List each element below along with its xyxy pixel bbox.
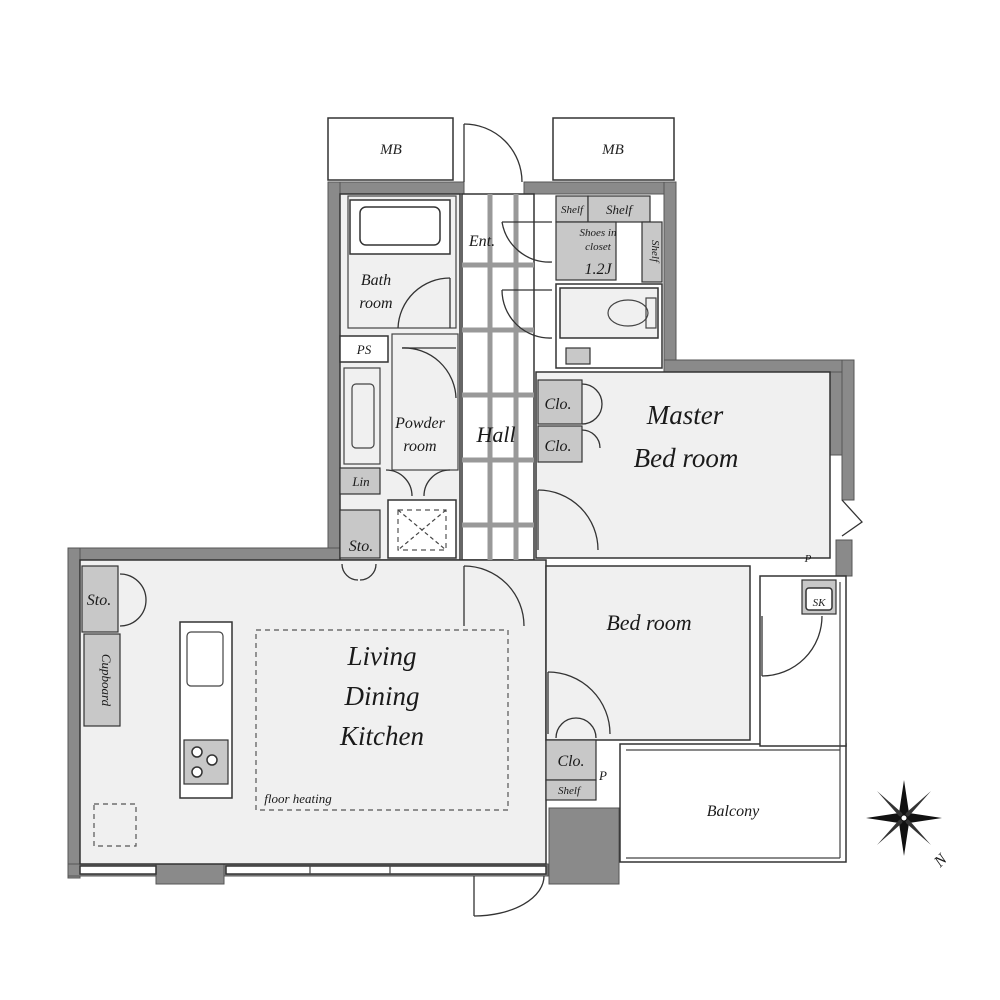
bathtub: [349, 199, 451, 255]
doors: [119, 123, 863, 917]
balcony-rails: [626, 582, 841, 859]
kitchen-storage: [81, 565, 119, 633]
pillar-p2-label: P: [804, 553, 812, 565]
master-closet-1: [537, 379, 583, 425]
linen-label: Lin: [351, 474, 369, 489]
cupboard: [83, 633, 121, 727]
shelf-bottom-label: Shelf: [558, 785, 582, 797]
ldk-label-2: Dining: [343, 681, 419, 711]
hall-tiles: [462, 194, 534, 560]
balcony-floor: [619, 743, 847, 863]
master-bedroom-floor: [535, 371, 831, 559]
shelf-top-right-label: Shelf: [606, 202, 634, 217]
fridge-space: [93, 803, 137, 847]
ps-box: [339, 335, 389, 363]
bedroom-label: Bed room: [606, 610, 691, 635]
floor-heating-label: floor heating: [264, 791, 332, 806]
storage-hall-label: Sto.: [349, 538, 373, 555]
shoes-closet-label-2: closet: [585, 241, 612, 253]
ldk-label-1: Living: [346, 641, 416, 671]
room-floors: [79, 193, 847, 865]
master-bedroom-label-2: Bed room: [634, 443, 739, 473]
cupboard-label: Cupboard: [99, 654, 114, 707]
bedroom-shelf: [545, 779, 597, 801]
closet-2-label: Clo.: [544, 438, 571, 455]
ps-label: PS: [356, 342, 372, 357]
meter-box-left: [327, 117, 454, 181]
ldk-floor: [79, 559, 547, 865]
shoes-closet-size: 1.2J: [584, 261, 612, 278]
closet-1-label: Clo.: [544, 396, 571, 413]
shoe-closet: [555, 195, 663, 283]
entrance-label: Ent.: [468, 233, 495, 250]
mb-left-label: MB: [379, 142, 402, 158]
powder-room-fixtures: [343, 333, 459, 471]
kitchen-sink: [186, 631, 224, 687]
balcony-label: Balcony: [707, 803, 760, 820]
mb-right-label: MB: [601, 142, 624, 158]
bath-powder-area: [339, 193, 461, 561]
bath-label-1: Bath: [361, 272, 391, 289]
compass-north-label: N: [930, 850, 951, 871]
floor-heating-area: [255, 629, 509, 811]
toilet-room: [555, 283, 663, 369]
hall-label: Hall: [475, 422, 515, 447]
pillar-p-label: P: [598, 768, 607, 783]
slop-sink: [801, 579, 837, 615]
powder-label-2: room: [403, 438, 436, 455]
ldk-label-3: Kitchen: [339, 721, 424, 751]
bath-room-outline: [347, 195, 457, 329]
compass-rose-icon: [866, 780, 942, 856]
master-bedroom-label-1: Master: [646, 400, 724, 430]
powder-label-1: Powder: [394, 415, 446, 432]
meter-box-right: [552, 117, 675, 181]
stove: [183, 739, 229, 785]
windows: [79, 865, 547, 875]
storage-hall-box: [339, 509, 381, 559]
master-closet-2: [537, 425, 583, 463]
bath-label-2: room: [359, 295, 392, 312]
kitchen-fixtures: [81, 565, 233, 847]
washer-space: [387, 499, 457, 559]
storage-kitchen-label: Sto.: [87, 592, 111, 609]
bedroom-floor: [545, 565, 751, 741]
hall-floor: [461, 193, 535, 561]
shelf-top-left-label: Shelf: [561, 204, 585, 216]
sink-label: SK: [813, 597, 827, 609]
shelf-side-label: Shelf: [649, 240, 661, 264]
shoes-closet-label-1: Shoes in: [580, 227, 617, 239]
closet-3-label: Clo.: [557, 753, 584, 770]
linen-box: [339, 467, 381, 495]
